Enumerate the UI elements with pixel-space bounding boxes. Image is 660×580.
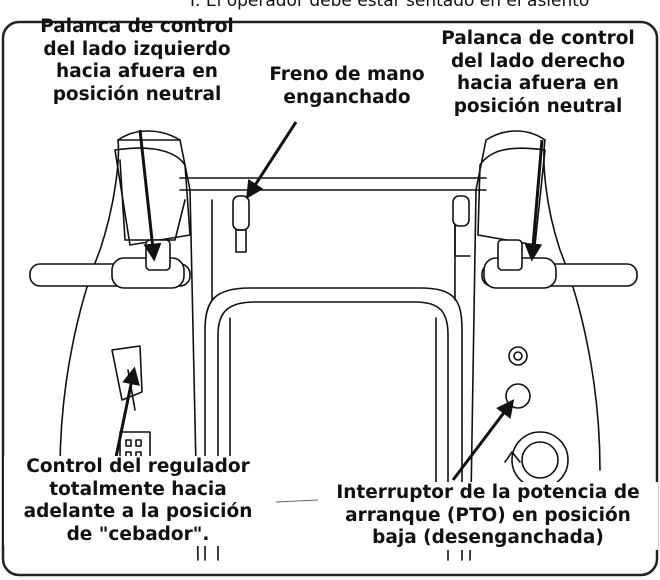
arrow-right-lever xyxy=(524,139,544,262)
label-line: Palanca de control xyxy=(441,28,635,49)
right-console xyxy=(477,147,546,246)
parking-brake-handle xyxy=(232,195,250,253)
left-console xyxy=(114,147,191,246)
right-lever-label: Palanca de control del lado derecho haci… xyxy=(428,28,648,118)
cut-off-header-text: I. El operador debe estar sentado en el … xyxy=(190,0,590,11)
label-line: adelante a la posición xyxy=(23,501,253,523)
label-line: Palanca de control xyxy=(40,16,234,37)
figure-frame xyxy=(1,20,659,577)
left-body-outline xyxy=(59,139,199,561)
label-line: de "cebador". xyxy=(66,523,210,545)
label-line: del lado izquierdo xyxy=(43,38,231,60)
arrow-pto xyxy=(451,399,515,481)
fuel-cap xyxy=(504,431,569,489)
choke-label: Control del regulador totalmente hacia a… xyxy=(4,456,272,547)
label-line: del lado derecho xyxy=(450,50,626,72)
label-line: posición neutral xyxy=(52,83,222,105)
label-line: hacia afuera en xyxy=(457,73,619,95)
ignition-switch xyxy=(508,346,528,366)
right-brake-slot xyxy=(452,195,471,257)
label-line: hacia afuera en xyxy=(56,61,218,83)
label-line: totalmente hacia xyxy=(49,478,227,500)
label-line: posición neutral xyxy=(453,95,623,117)
pto-label: Interruptor de la potencia de arranque (… xyxy=(318,482,658,550)
callout-arrows xyxy=(113,121,544,481)
left-lever-label: Palanca de control del lado izquierdo ha… xyxy=(22,16,252,106)
parking-brake-label: Freno de mano enganchado xyxy=(262,64,432,109)
label-line: Freno de mano xyxy=(269,64,425,85)
arrow-choke xyxy=(113,366,140,463)
arrow-left-lever xyxy=(138,129,162,262)
label-line: Control del regulador xyxy=(26,456,250,477)
left-lever xyxy=(29,239,191,289)
label-line: baja (desenganchada) xyxy=(372,527,604,549)
seat-frame xyxy=(204,287,463,561)
label-line: Interruptor de la potencia de xyxy=(336,482,640,503)
arrow-parking-brake xyxy=(246,121,298,200)
label-line: enganchado xyxy=(283,86,411,108)
leader-line xyxy=(275,499,319,503)
right-lever xyxy=(481,239,638,289)
right-body-outline xyxy=(543,139,601,471)
label-line: arranque (PTO) en posición xyxy=(345,504,631,526)
left-console-top xyxy=(117,130,181,141)
